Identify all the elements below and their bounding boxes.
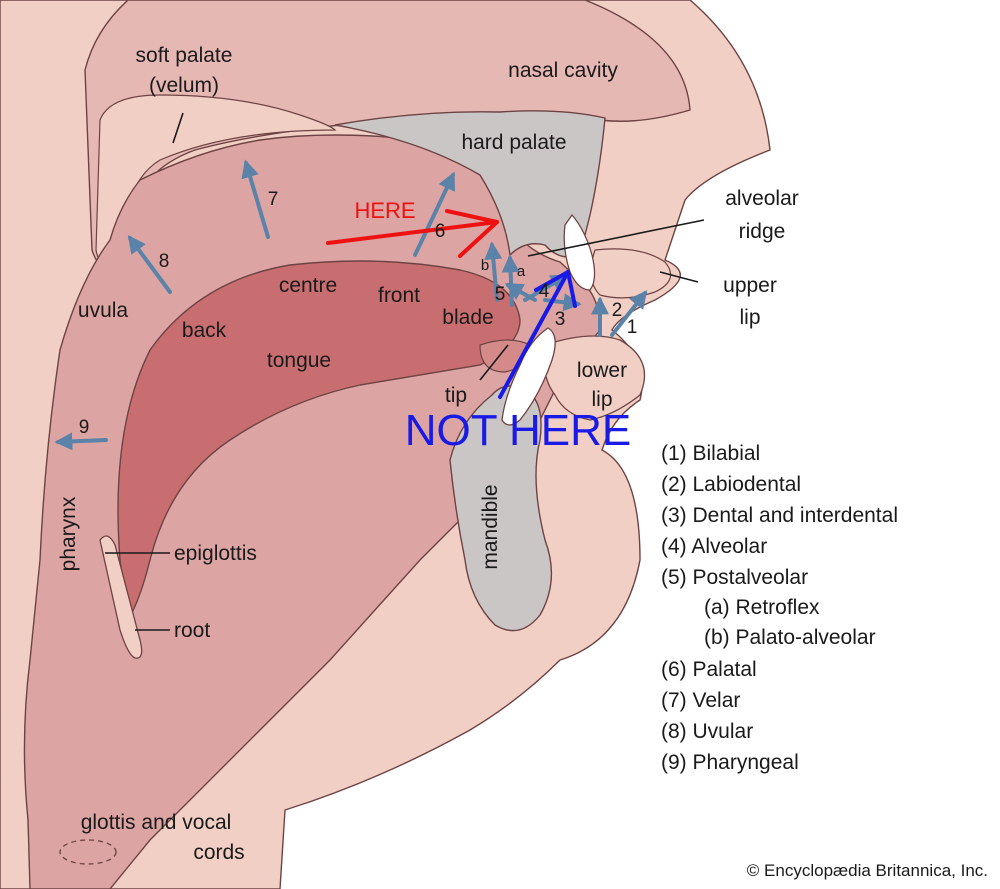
leader-soft-palate — [172, 112, 184, 144]
not-here-annotation-arrow — [498, 270, 577, 399]
upper-tooth — [563, 213, 596, 291]
legend-item: (4) Alveolar — [661, 535, 767, 558]
tongue-shape — [117, 260, 521, 623]
mandible-bone — [449, 385, 553, 632]
label-upper: upper — [723, 274, 777, 297]
arrow-1 — [610, 290, 648, 337]
lower-lip-tissue — [543, 335, 646, 421]
legend-item: (9) Pharyngeal — [661, 751, 799, 774]
arrow-5a — [501, 254, 520, 307]
annotation-here: HERE — [354, 198, 415, 223]
glottis-ring — [59, 839, 117, 865]
legend-item: (3) Dental and interdental — [661, 504, 898, 527]
label-glottis: glottis and vocal — [81, 811, 232, 834]
label-tip: tip — [445, 384, 467, 407]
arrow-label-2: 2 — [612, 300, 623, 321]
arrow-label-7: 7 — [268, 189, 279, 210]
label-velum: (velum) — [149, 74, 219, 97]
arrow-label-3: 3 — [555, 309, 566, 330]
leader-tip — [479, 344, 509, 381]
legend-item: (b) Palato-alveolar — [704, 626, 876, 649]
arrow-8 — [127, 235, 172, 294]
label-ridge: ridge — [739, 220, 786, 243]
arrow-label-b: b — [481, 257, 489, 274]
label-front: front — [378, 284, 420, 307]
epiglottis-shape — [99, 535, 143, 659]
label-epiglottis: epiglottis — [174, 542, 257, 565]
legend-item: (8) Uvular — [661, 720, 753, 743]
legend-item: (6) Palatal — [661, 658, 757, 681]
legend: (1) Bilabial (2) Labiodental (3) Dental … — [661, 442, 898, 774]
leader-alveolar-ridge — [527, 219, 705, 257]
leader-upper-lip — [659, 271, 699, 283]
label-back: back — [182, 319, 227, 342]
label-mandible: mandible — [479, 484, 502, 569]
legend-item: (7) Velar — [661, 689, 740, 712]
upper-lip-tissue — [590, 248, 672, 299]
label-lower: lower — [577, 359, 627, 382]
arrow-label-4: 4 — [539, 281, 550, 302]
arrow-9 — [54, 432, 108, 451]
arrow-5b — [484, 241, 503, 302]
annotation-not-here: NOT HERE — [405, 406, 632, 455]
legend-item: (a) Retroflex — [704, 596, 820, 619]
legend-item: (5) Postalveolar — [661, 566, 808, 589]
label-lower-lip: lip — [591, 388, 612, 411]
arrow-5 — [504, 283, 537, 302]
arrow-7 — [241, 159, 270, 239]
label-vocal-cords: cords — [193, 841, 244, 864]
label-centre: centre — [279, 274, 337, 297]
label-blade: blade — [442, 306, 493, 329]
arrow-label-1: 1 — [627, 317, 638, 338]
arrow-label-a: a — [517, 263, 526, 280]
label-soft-palate: soft palate — [136, 44, 233, 67]
label-uvula: uvula — [78, 299, 129, 322]
arrow-label-8: 8 — [159, 251, 170, 272]
copyright-credit: © Encyclopædia Britannica, Inc. — [747, 861, 988, 880]
label-nasal-cavity: nasal cavity — [508, 59, 618, 82]
legend-item: (1) Bilabial — [661, 442, 760, 465]
legend-item: (2) Labiodental — [661, 473, 801, 496]
here-annotation-arrow — [326, 209, 499, 258]
arrow-label-5: 5 — [495, 284, 506, 305]
label-upper-lip: lip — [739, 306, 760, 329]
label-pharynx: pharynx — [57, 496, 80, 571]
arrow-label-9: 9 — [79, 417, 90, 438]
arrow-label-6: 6 — [435, 221, 446, 242]
label-root: root — [174, 619, 210, 642]
label-tongue: tongue — [267, 349, 331, 372]
label-alveolar: alveolar — [725, 187, 799, 210]
label-hard-palate: hard palate — [461, 131, 566, 154]
arrow-6 — [413, 171, 455, 257]
